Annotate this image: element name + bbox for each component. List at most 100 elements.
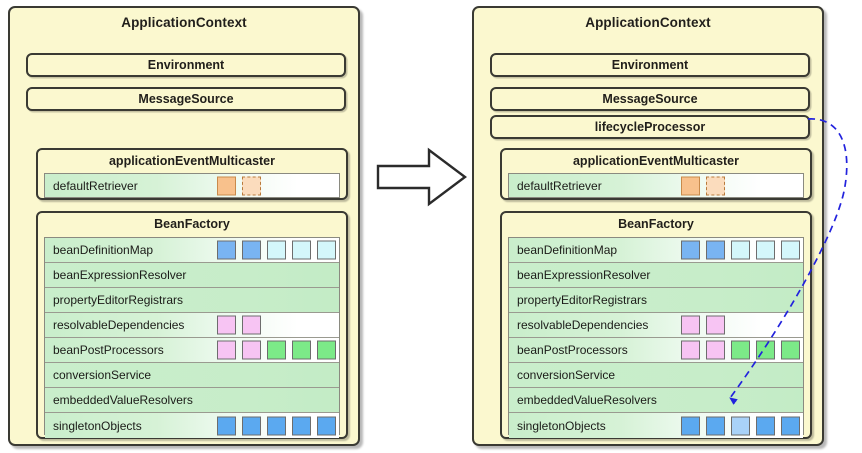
chip[interactable] bbox=[706, 416, 725, 435]
table-row[interactable]: beanDefinitionMap bbox=[509, 238, 803, 263]
chip[interactable] bbox=[267, 240, 286, 260]
chip[interactable] bbox=[217, 416, 236, 435]
chip[interactable] bbox=[242, 315, 261, 335]
chip[interactable] bbox=[217, 340, 236, 360]
row-label: beanPostProcessors bbox=[517, 343, 628, 357]
bean-factory-before: BeanFactory beanDefinitionMap beanExpres… bbox=[36, 211, 348, 439]
chip[interactable] bbox=[706, 240, 725, 260]
chip[interactable] bbox=[217, 315, 236, 335]
row-chips bbox=[217, 340, 336, 360]
chip[interactable] bbox=[681, 176, 700, 195]
chip[interactable] bbox=[292, 416, 311, 435]
row-label: conversionService bbox=[517, 368, 616, 382]
chip[interactable] bbox=[731, 340, 750, 360]
chip[interactable] bbox=[781, 416, 800, 435]
chip[interactable] bbox=[756, 416, 775, 435]
row-chips bbox=[217, 416, 336, 435]
table-row[interactable]: defaultRetriever bbox=[45, 174, 339, 197]
chip[interactable] bbox=[781, 340, 800, 360]
row-label: resolvableDependencies bbox=[53, 318, 185, 332]
table-row[interactable]: embeddedValueResolvers bbox=[509, 388, 803, 413]
chip[interactable] bbox=[731, 240, 750, 260]
table-row[interactable]: conversionService bbox=[45, 363, 339, 388]
row-label: defaultRetriever bbox=[53, 178, 138, 193]
chip-dashed[interactable] bbox=[242, 176, 261, 195]
table-row[interactable]: defaultRetriever bbox=[509, 174, 803, 197]
chip[interactable] bbox=[681, 240, 700, 260]
table-row[interactable]: beanExpressionResolver bbox=[45, 263, 339, 288]
right-arrow-icon bbox=[376, 147, 467, 207]
row-label: propertyEditorRegistrars bbox=[53, 293, 184, 307]
chip[interactable] bbox=[706, 340, 725, 360]
multicaster-rows-after: defaultRetriever bbox=[508, 173, 804, 198]
chip[interactable] bbox=[242, 340, 261, 360]
chip[interactable] bbox=[706, 315, 725, 335]
table-row[interactable]: resolvableDependencies bbox=[45, 313, 339, 338]
chip[interactable] bbox=[217, 176, 236, 195]
row-label: defaultRetriever bbox=[517, 178, 602, 193]
table-row[interactable]: resolvableDependencies bbox=[509, 313, 803, 338]
application-context-panel-after: ApplicationContext Environment MessageSo… bbox=[472, 6, 824, 446]
row-label: singletonObjects bbox=[53, 418, 142, 433]
chip[interactable] bbox=[781, 240, 800, 260]
panel-title-before: ApplicationContext bbox=[121, 15, 247, 30]
bar-lifecycleprocessor-after[interactable]: lifecycleProcessor bbox=[490, 115, 810, 139]
table-row[interactable]: singletonObjects bbox=[509, 413, 803, 438]
chip[interactable] bbox=[217, 240, 236, 260]
bar-label: Environment bbox=[147, 58, 225, 72]
chip[interactable] bbox=[681, 340, 700, 360]
row-label: beanDefinitionMap bbox=[53, 243, 154, 257]
table-row[interactable]: beanPostProcessors bbox=[509, 338, 803, 363]
bean-factory-rows-after: beanDefinitionMap beanExpressionResolver… bbox=[508, 237, 804, 438]
row-chips bbox=[681, 340, 800, 360]
multicaster-rows-before: defaultRetriever bbox=[44, 173, 340, 198]
chip[interactable] bbox=[317, 340, 336, 360]
chip-dashed[interactable] bbox=[706, 176, 725, 195]
chip[interactable] bbox=[756, 240, 775, 260]
table-row[interactable]: propertyEditorRegistrars bbox=[45, 288, 339, 313]
chip[interactable] bbox=[681, 416, 700, 435]
row-label: conversionService bbox=[53, 368, 152, 382]
row-chips bbox=[217, 240, 336, 260]
row-label: beanExpressionResolver bbox=[53, 268, 187, 282]
bar-label: MessageSource bbox=[138, 92, 234, 106]
row-chips bbox=[681, 416, 800, 435]
chip[interactable] bbox=[242, 416, 261, 435]
chip[interactable] bbox=[317, 416, 336, 435]
bar-label: Environment bbox=[611, 58, 689, 72]
subbox-title: applicationEventMulticaster bbox=[108, 154, 275, 168]
chip[interactable] bbox=[267, 416, 286, 435]
chip[interactable] bbox=[756, 340, 775, 360]
chip[interactable] bbox=[681, 315, 700, 335]
row-label: embeddedValueResolvers bbox=[517, 393, 657, 407]
bar-messagesource-after[interactable]: MessageSource bbox=[490, 87, 810, 111]
chip[interactable] bbox=[267, 340, 286, 360]
table-row[interactable]: propertyEditorRegistrars bbox=[509, 288, 803, 313]
row-label: embeddedValueResolvers bbox=[53, 393, 193, 407]
table-row[interactable]: beanDefinitionMap bbox=[45, 238, 339, 263]
bar-environment-before[interactable]: Environment bbox=[26, 53, 346, 77]
table-row[interactable]: singletonObjects bbox=[45, 413, 339, 438]
chip[interactable] bbox=[317, 240, 336, 260]
bean-factory-after: BeanFactory beanDefinitionMap beanExpres… bbox=[500, 211, 812, 439]
row-label: resolvableDependencies bbox=[517, 318, 649, 332]
application-context-panel-before: ApplicationContext Environment MessageSo… bbox=[8, 6, 360, 446]
panel-title-after: ApplicationContext bbox=[585, 15, 711, 30]
table-row[interactable]: embeddedValueResolvers bbox=[45, 388, 339, 413]
row-label: beanDefinitionMap bbox=[517, 243, 618, 257]
table-row[interactable]: conversionService bbox=[509, 363, 803, 388]
chip[interactable] bbox=[292, 340, 311, 360]
bar-messagesource-before[interactable]: MessageSource bbox=[26, 87, 346, 111]
table-row[interactable]: beanPostProcessors bbox=[45, 338, 339, 363]
bar-environment-after[interactable]: Environment bbox=[490, 53, 810, 77]
table-row[interactable]: beanExpressionResolver bbox=[509, 263, 803, 288]
subbox-title: applicationEventMulticaster bbox=[572, 154, 739, 168]
application-event-multicaster-after: applicationEventMulticaster defaultRetri… bbox=[500, 148, 812, 200]
application-event-multicaster-before: applicationEventMulticaster defaultRetri… bbox=[36, 148, 348, 200]
chip[interactable] bbox=[242, 240, 261, 260]
chip[interactable] bbox=[292, 240, 311, 260]
row-label: beanExpressionResolver bbox=[517, 268, 651, 282]
chip-new-singleton[interactable] bbox=[731, 416, 750, 435]
row-label: propertyEditorRegistrars bbox=[517, 293, 648, 307]
